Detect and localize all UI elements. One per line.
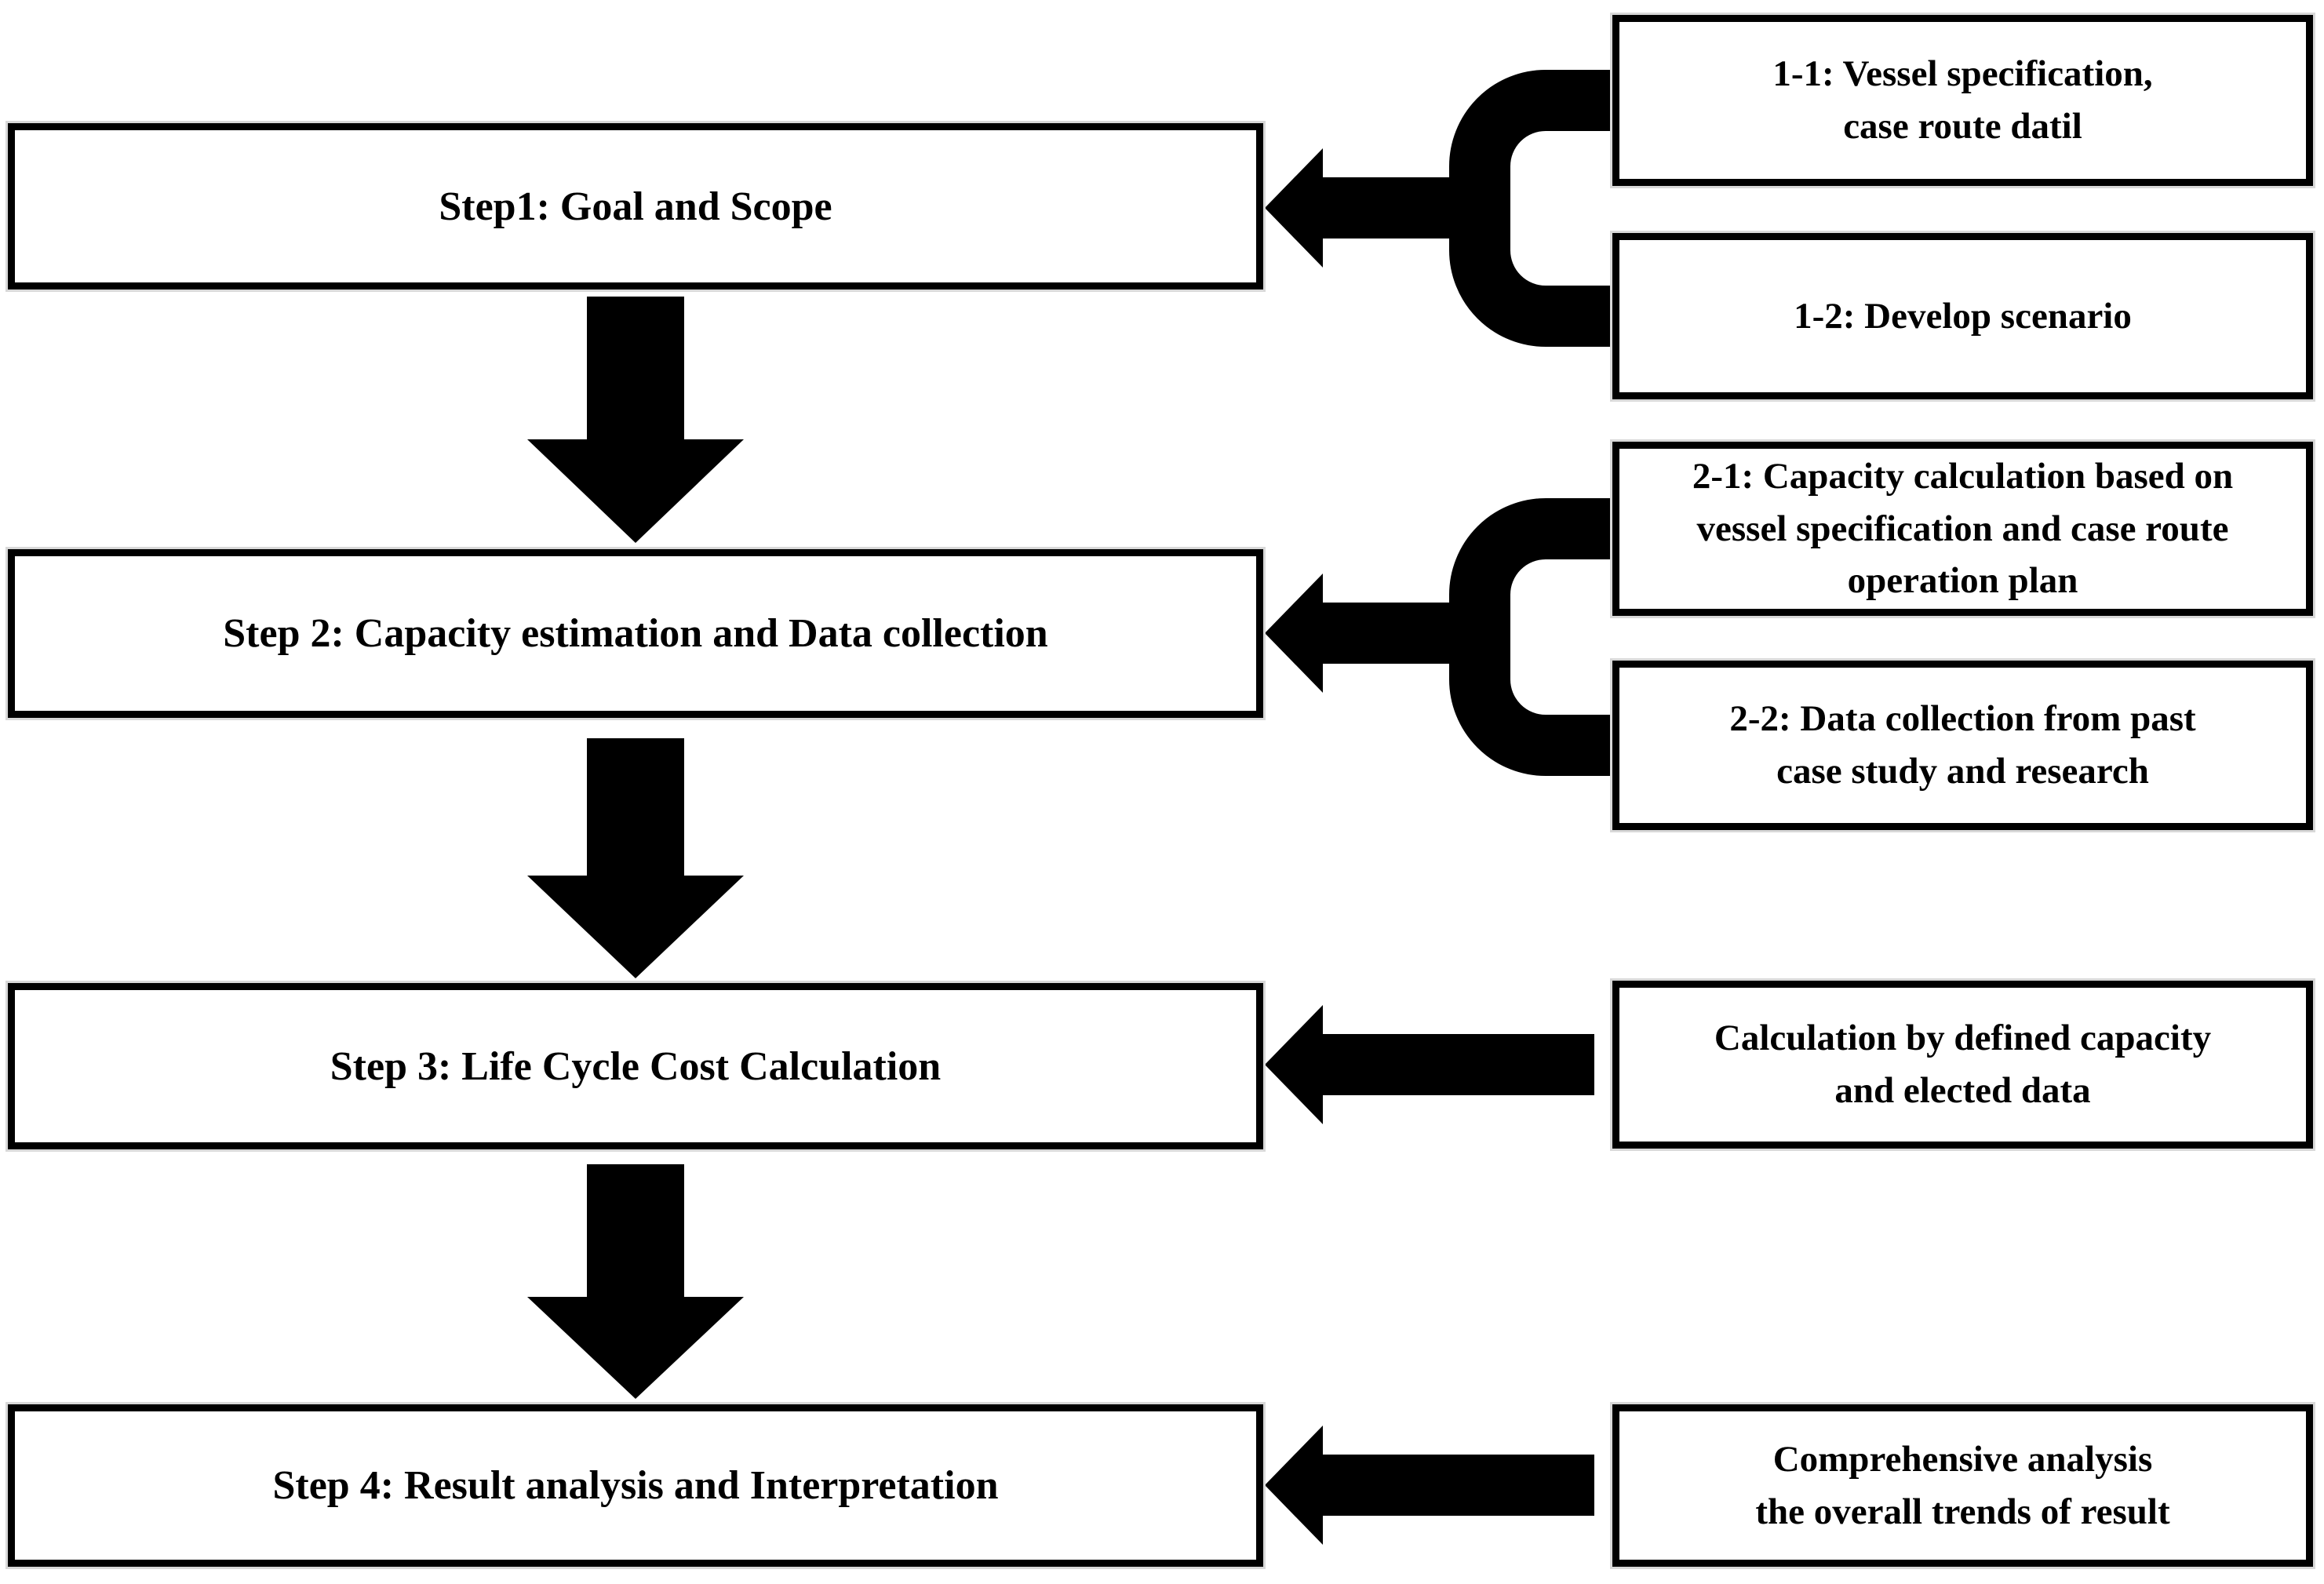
step4-label: Step 4: Result analysis and Interpretati… — [272, 1463, 999, 1508]
arrow-down-step2-step3-icon — [527, 738, 744, 978]
substep-1-2-box: 1-2: Develop scenario — [1612, 233, 2313, 399]
step3-box: Step 3: Life Cycle Cost Calculation — [8, 983, 1263, 1149]
step4-input-box: Comprehensive analysis the overall trend… — [1612, 1404, 2313, 1567]
step2-label: Step 2: Capacity estimation and Data col… — [223, 611, 1048, 656]
step3-label: Step 3: Life Cycle Cost Calculation — [330, 1043, 942, 1089]
arrow-left-step2-icon — [1265, 574, 1510, 693]
substep-2-1-label: 2-1: Capacity calculation based on vesse… — [1692, 455, 2234, 602]
step1-label: Step1: Goal and Scope — [439, 184, 832, 229]
arrow-left-step4-icon — [1265, 1426, 1594, 1545]
step4-input-label: Comprehensive analysis the overall trend… — [1755, 1438, 2170, 1532]
substep-1-1-label: 1-1: Vessel specification, case route da… — [1772, 53, 2153, 147]
step2-box: Step 2: Capacity estimation and Data col… — [8, 549, 1263, 718]
step1-box: Step1: Goal and Scope — [8, 123, 1263, 289]
arrow-down-step3-step4-icon — [527, 1164, 744, 1399]
step3-input-box: Calculation by defined capacity and elec… — [1612, 981, 2313, 1149]
substep-1-2-label: 1-2: Develop scenario — [1794, 295, 2132, 337]
step3-input-label: Calculation by defined capacity and elec… — [1714, 1018, 2212, 1111]
substep-1-1-box: 1-1: Vessel specification, case route da… — [1612, 15, 2313, 186]
substep-2-2-box: 2-2: Data collection from past case stud… — [1612, 661, 2313, 830]
step4-box: Step 4: Result analysis and Interpretati… — [8, 1404, 1263, 1567]
arrow-left-step3-icon — [1265, 1005, 1594, 1124]
substep-2-1-box: 2-1: Capacity calculation based on vesse… — [1612, 442, 2313, 616]
arrow-down-step1-step2-icon — [527, 297, 744, 543]
arrow-left-step1-icon — [1265, 148, 1510, 268]
substep-2-2-label: 2-2: Data collection from past case stud… — [1729, 698, 2196, 792]
